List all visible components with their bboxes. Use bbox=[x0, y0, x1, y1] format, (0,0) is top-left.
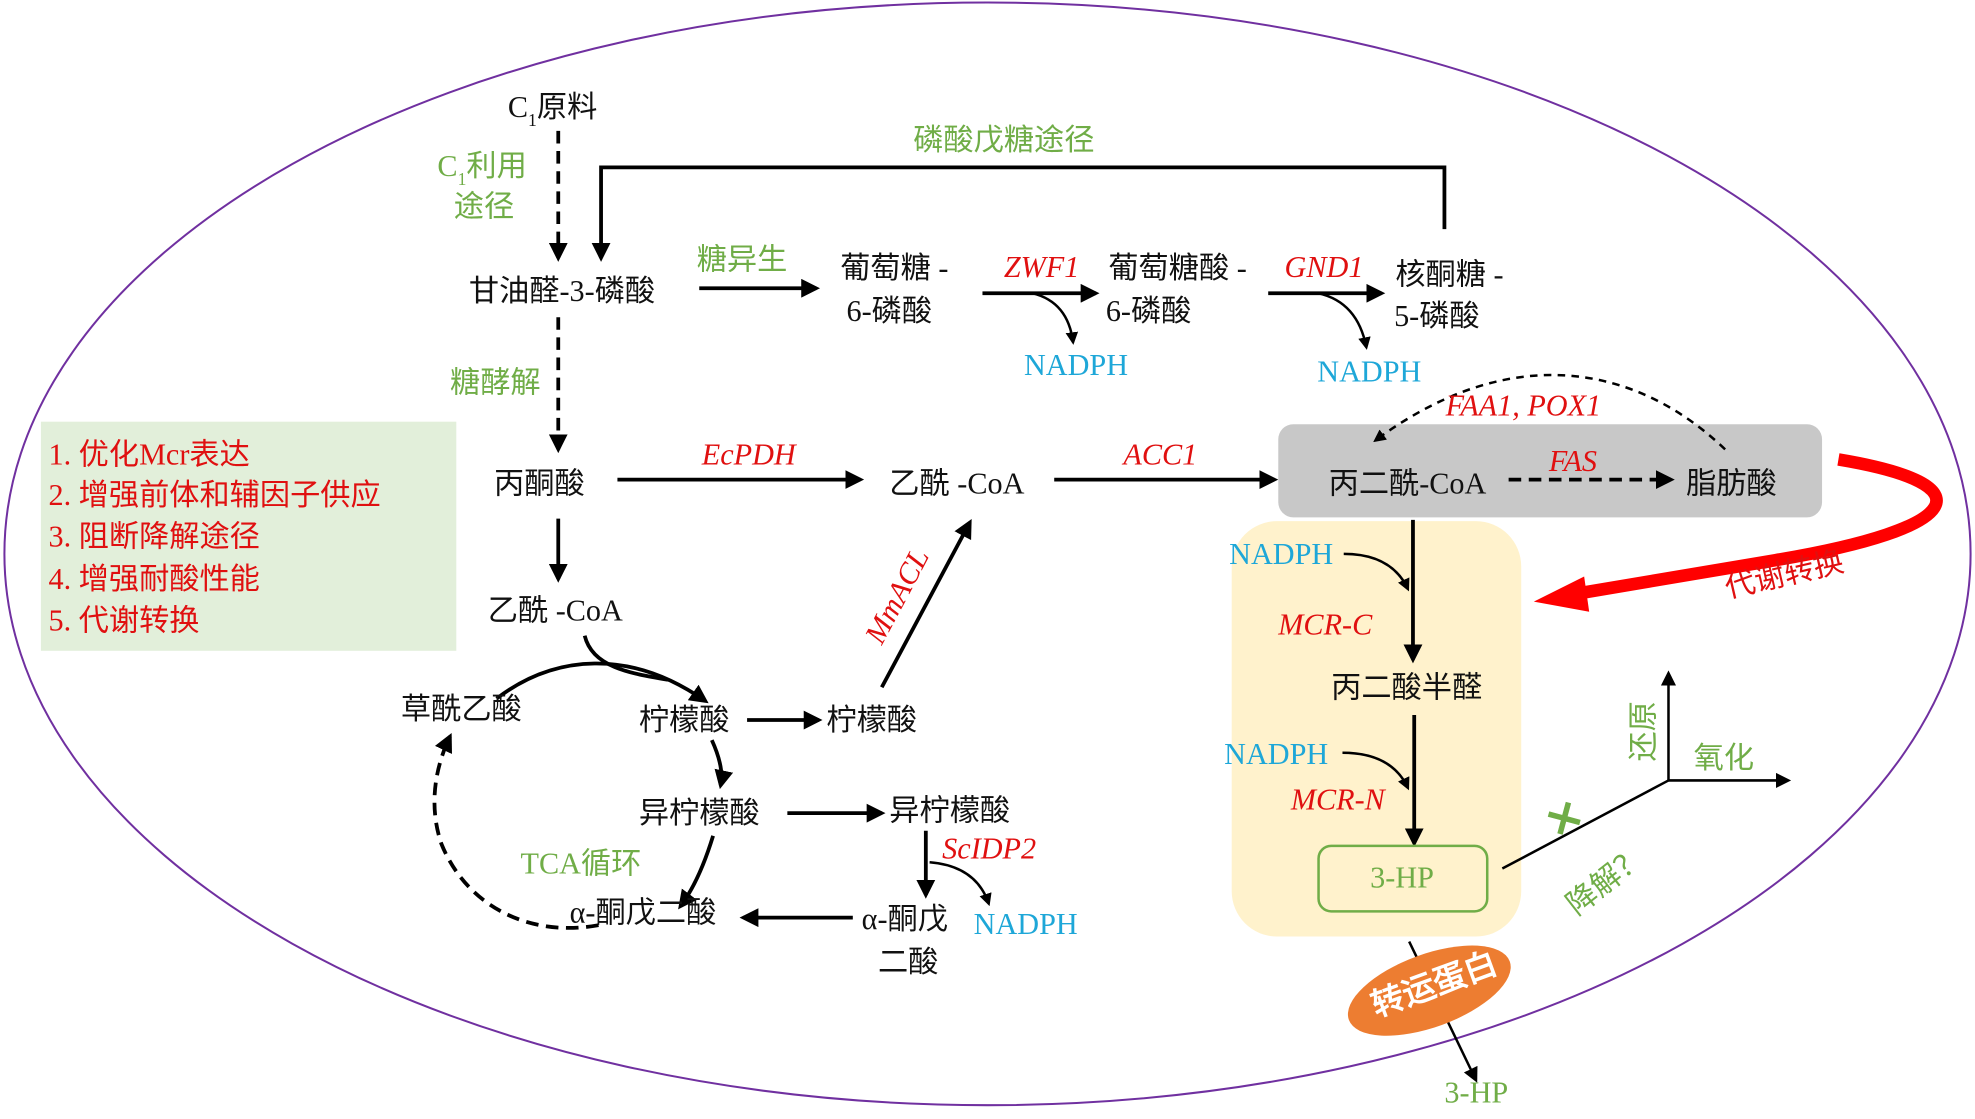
metabolite-akg-cyto: α-酮戊 bbox=[862, 902, 948, 936]
metabolite-acetyl-coa-cytosol: 乙酰 -CoA bbox=[889, 466, 1024, 500]
metabolite-oxaloacetate: 草酰乙酸 bbox=[401, 692, 522, 726]
metabolite-acetyl-coa-mito: 乙酰 -CoA bbox=[488, 594, 623, 628]
metabolite-g6p-line2: 6-磷酸 bbox=[847, 294, 933, 328]
pentose-phosphate-label: 磷酸戊糖途径 bbox=[913, 123, 1094, 157]
enzyme-scidp2: ScIDP2 bbox=[942, 831, 1036, 865]
metabolite-6-phosphogluconate: 葡萄糖酸 - bbox=[1108, 251, 1246, 285]
transporter-ellipse bbox=[1347, 945, 1511, 1036]
strategy-item: 5. 代谢转换 bbox=[48, 604, 199, 638]
metabolite-isocitrate-cyto: 异柠檬酸 bbox=[889, 794, 1010, 828]
gluconeogenesis-label: 糖异生 bbox=[697, 242, 788, 276]
fatty-acid-degradation-arrow bbox=[1373, 373, 1727, 451]
strategy-item: 2. 增强前体和辅因子供应 bbox=[48, 478, 380, 512]
strategy-legend-box bbox=[40, 421, 457, 651]
enzyme-zwf1: ZWF1 bbox=[1004, 250, 1080, 284]
degradation-label: 降解？ bbox=[1560, 839, 1652, 922]
c1-utilization-label: C1利用 途径 bbox=[437, 149, 526, 223]
svg-text:C1原料: C1原料 bbox=[508, 90, 597, 130]
metabolite-pyruvate: 丙酮酸 bbox=[494, 466, 585, 500]
metabolite-citrate-mito: 柠檬酸 bbox=[639, 703, 730, 737]
metabolic-conversion-arrowhead bbox=[1533, 576, 1590, 612]
metabolite-ribulose-5-phosphate: 核酮糖 - bbox=[1395, 257, 1503, 291]
glycolysis-label: 糖酵解 bbox=[450, 366, 541, 400]
metabolite-malonyl-coa: 丙二酰-CoA bbox=[1329, 466, 1487, 500]
strategy-item: 3. 阻断降解途径 bbox=[48, 519, 259, 553]
metabolite-3hp: 3-HP bbox=[1370, 860, 1434, 894]
cofactor-nadph: NADPH bbox=[1224, 737, 1328, 771]
enzyme-faa1-pox1: FAA1, POX1 bbox=[1445, 388, 1601, 422]
enzyme-gnd1: GND1 bbox=[1285, 250, 1364, 284]
cofactor-nadph: NADPH bbox=[1229, 537, 1333, 571]
reduction-label: 还原 bbox=[1626, 701, 1660, 761]
cofactor-nadph: NADPH bbox=[1024, 348, 1128, 382]
oaa-to-citrate-arrow bbox=[495, 661, 709, 704]
mcrc-nadph-arrow bbox=[1343, 552, 1410, 592]
metabolite-g6p: 葡萄糖 - bbox=[840, 251, 948, 285]
enzyme-ecpdh: EcPDH bbox=[701, 437, 798, 471]
strategy-list: 1. 优化Mcr表达 2. 增强前体和辅因子供应 3. 阻断降解途径 4. 增强… bbox=[48, 437, 380, 637]
metabolite-6pg-line2: 6-磷酸 bbox=[1106, 294, 1192, 328]
enzyme-fas: FAS bbox=[1548, 444, 1597, 478]
svg-text:途径: 途径 bbox=[454, 190, 514, 224]
pentose-phosphate-arrow bbox=[591, 165, 1447, 262]
enzyme-mmacl: MmACL bbox=[857, 543, 936, 650]
isocitrate-to-akg-arrow bbox=[678, 835, 715, 910]
3hp-product-box bbox=[1317, 844, 1489, 913]
metabolite-isocitrate-mito: 异柠檬酸 bbox=[639, 796, 760, 830]
scidp2-nadph-arrow bbox=[929, 860, 992, 907]
metabolite-g3p: 甘油醛-3-磷酸 bbox=[469, 274, 655, 308]
metabolite-akg-mito: α-酮戊二酸 bbox=[570, 896, 717, 930]
cell-membrane bbox=[3, 1, 1972, 1107]
mcr-module-box bbox=[1231, 521, 1522, 937]
metabolite-fatty-acid: 脂肪酸 bbox=[1686, 466, 1777, 500]
gnd1-nadph-arrow bbox=[1318, 292, 1371, 350]
metabolite-malonate-semialdehyde: 丙二酸半醛 bbox=[1331, 670, 1482, 704]
strategy-item: 4. 增强耐酸性能 bbox=[48, 562, 259, 596]
enzyme-mcr-c: MCR-C bbox=[1277, 607, 1373, 641]
enzyme-acc1: ACC1 bbox=[1121, 437, 1197, 471]
metabolite-3hp-extracellular: 3-HP bbox=[1444, 1076, 1508, 1110]
cofactor-nadph: NADPH bbox=[974, 907, 1078, 941]
metabolite-citrate-cyto: 柠檬酸 bbox=[826, 703, 917, 737]
cofactor-nadph: NADPH bbox=[1317, 354, 1421, 388]
enzyme-mcr-n: MCR-N bbox=[1290, 782, 1387, 816]
tca-cycle-label: TCA循环 bbox=[521, 847, 642, 881]
strategy-item: 1. 优化Mcr表达 bbox=[48, 437, 249, 471]
metabolic-conversion-arrow bbox=[1573, 453, 1943, 601]
mcrn-nadph-arrow bbox=[1342, 751, 1410, 791]
blocked-cross-icon: ✕ bbox=[1538, 791, 1593, 850]
zwf1-nadph-arrow bbox=[1032, 292, 1079, 345]
metabolite-ru5p-line2: 5-磷酸 bbox=[1394, 299, 1480, 333]
svg-text:C1利用: C1利用 bbox=[437, 149, 526, 189]
degradation-line bbox=[1501, 779, 1670, 870]
malonyl-coa-box bbox=[1278, 424, 1823, 518]
akg-to-oaa-dashed-arrow bbox=[432, 732, 599, 930]
acetylcoa-to-citrate-arrow bbox=[582, 635, 669, 682]
citrate-to-isocitrate-arrow bbox=[710, 739, 734, 790]
citrate-to-acetylcoa-arrow bbox=[880, 519, 972, 689]
oxidation-label: 氧化 bbox=[1694, 741, 1754, 775]
c1-feedstock-label: C1原料 bbox=[508, 90, 597, 130]
metabolite-akg-cyto-line2: 二酸 bbox=[878, 945, 938, 979]
